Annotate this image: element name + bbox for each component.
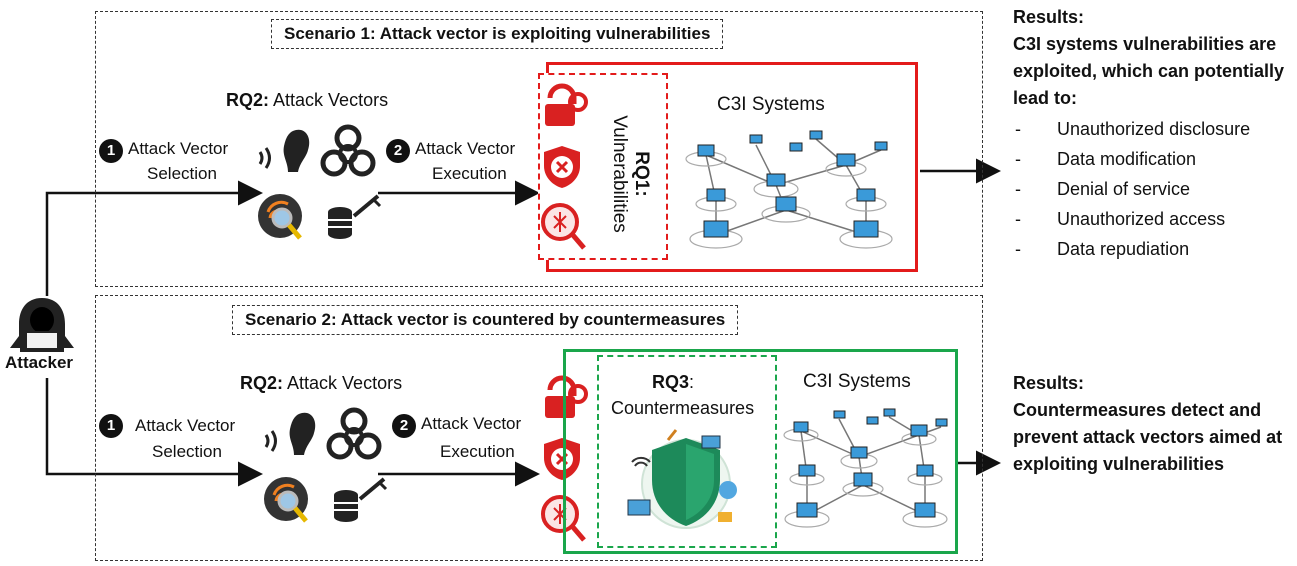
scenario2-title: Scenario 2: Attack vector is countered b… xyxy=(232,305,739,335)
scenario1-step1-badge: 1 xyxy=(99,139,123,163)
scenario1-box xyxy=(95,11,983,287)
wifi-search-icon xyxy=(264,477,308,523)
security-shield-icon xyxy=(627,429,737,529)
results-item: Data modification xyxy=(1013,144,1295,174)
social-engineering-icon xyxy=(264,412,316,455)
results-item: Denial of service xyxy=(1013,174,1295,204)
scenario1-attack-vector-icons xyxy=(258,124,382,240)
biohazard-icon xyxy=(326,407,382,460)
scenario2-step2-label-b: Execution xyxy=(440,442,515,461)
scenario2-countermeasures-box xyxy=(597,355,777,548)
attacker-icon xyxy=(10,298,74,352)
scenario2-rq2-prefix: RQ2: xyxy=(240,373,284,393)
shield-error-icon xyxy=(544,146,580,188)
wifi-search-icon xyxy=(258,194,302,240)
scenario2-systems-box xyxy=(563,349,958,554)
rq3-prefix: RQ3 xyxy=(652,372,690,392)
scenario2-rq2-text: Attack Vectors xyxy=(283,373,403,393)
results-item: Unauthorized access xyxy=(1013,204,1295,234)
lock-icon xyxy=(545,83,588,126)
social-engineering-icon xyxy=(258,129,310,172)
scenario2-step1-label-b: Selection xyxy=(152,442,222,461)
biohazard-icon xyxy=(320,124,376,177)
rq3-heading: RQ3: xyxy=(652,371,694,393)
scenario1-step1-label-b: Selection xyxy=(147,164,217,183)
rq1-text: Vulnerabilities xyxy=(609,115,630,233)
bug-search-icon xyxy=(541,495,586,542)
scenario2-attack-vector-icons xyxy=(264,407,388,523)
scenario1-step2-label-b: Execution xyxy=(432,164,507,183)
scenario2-results-title: Results: xyxy=(1013,373,1085,393)
scenario1-step2-badge: 2 xyxy=(386,139,410,163)
sql-injection-icon xyxy=(334,477,388,522)
rq3-suffix: : xyxy=(689,372,695,392)
sql-injection-icon xyxy=(328,194,382,239)
lock-icon xyxy=(545,375,588,418)
scenario2-systems-label: C3I Systems xyxy=(803,371,911,392)
scenario2-step1-badge: 1 xyxy=(99,414,123,438)
rq1-prefix: RQ1: xyxy=(631,151,652,197)
scenario1-rq2-heading: RQ2: Attack Vectors xyxy=(226,89,388,111)
scenario1-results: Results: C3I systems vulnerabilities are… xyxy=(1013,4,1295,264)
scenario2-results-body: Countermeasures detect and prevent attac… xyxy=(1013,400,1283,474)
attacker-to-scenario2-arrow xyxy=(45,378,263,487)
scenario2-step2-badge: 2 xyxy=(392,414,416,438)
scenario1-step1-label-a: Attack Vector xyxy=(128,139,229,158)
scenario1-results-body: C3I systems vulnerabilities are exploite… xyxy=(1013,34,1285,108)
vulnerability-icons xyxy=(541,83,588,250)
scenario2-step1-label-a: Attack Vector xyxy=(135,416,236,435)
scenario1-network-icon xyxy=(685,130,893,249)
rq3-text: Countermeasures xyxy=(611,398,755,418)
scenario1-results-list: Unauthorized disclosure Data modificatio… xyxy=(1013,114,1295,264)
scenario1-systems-label: C3I Systems xyxy=(717,94,825,115)
scenario1-title: Scenario 1: Attack vector is exploiting … xyxy=(271,19,724,49)
shield-error-icon xyxy=(544,438,580,480)
attacker-label: Attacker xyxy=(5,353,74,372)
scenario2-results: Results: Countermeasures detect and prev… xyxy=(1013,370,1288,478)
results-item: Unauthorized disclosure xyxy=(1013,114,1295,144)
scenario1-step2-label-a: Attack Vector xyxy=(415,139,516,158)
bug-search-icon xyxy=(541,203,586,250)
scenario2-network-icon xyxy=(783,408,948,528)
scenario2-rq2-heading: RQ2: Attack Vectors xyxy=(240,372,402,394)
scenario2-box xyxy=(95,295,983,561)
scenario2-step2-label-a: Attack Vector xyxy=(421,414,522,433)
results-item: Data repudiation xyxy=(1013,234,1295,264)
attacker-to-scenario1-arrow xyxy=(45,180,263,296)
scenario2-vulnerability-icons xyxy=(541,375,588,542)
scenario1-results-title: Results: xyxy=(1013,7,1085,27)
rq1-vertical-label: RQ1: Vulnerabilities xyxy=(590,86,670,246)
scenario1-rq2-prefix: RQ2: xyxy=(226,90,270,110)
scenario1-rq2-text: Attack Vectors xyxy=(269,90,389,110)
